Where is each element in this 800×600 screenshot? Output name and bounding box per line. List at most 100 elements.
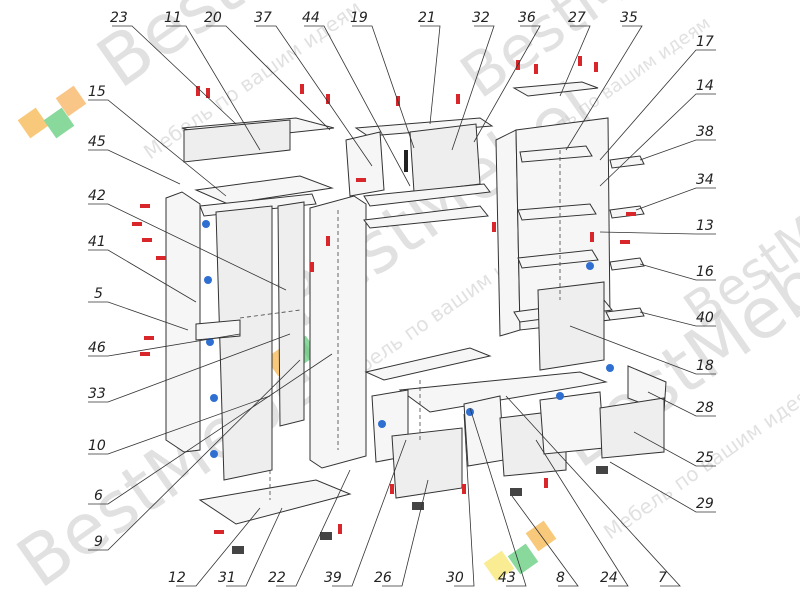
- callout-label: 8: [556, 570, 565, 586]
- hinge: [556, 392, 564, 400]
- callout-label: 33: [88, 386, 106, 402]
- part-11-panel: [183, 119, 291, 163]
- callout-label: 22: [268, 570, 286, 586]
- fastener: [144, 336, 154, 340]
- callout-label: 28: [696, 400, 714, 416]
- callout-label: 17: [696, 34, 714, 50]
- hinge: [606, 364, 614, 372]
- hinge: [210, 450, 218, 458]
- part-46-shelf: [195, 319, 241, 341]
- fastener: [206, 88, 210, 98]
- callout-label: 44: [302, 10, 320, 26]
- callout-label: 5: [94, 286, 103, 302]
- hinge: [202, 220, 210, 228]
- tv-stand: [364, 347, 667, 499]
- callout-label: 18: [696, 358, 714, 374]
- fastener: [594, 62, 598, 72]
- fastener: [140, 352, 150, 356]
- callouts-bottom: 12 31 22 39 26 30 43 8 24 7: [168, 570, 667, 586]
- part-shelf-tv: [364, 347, 492, 381]
- fastener: [620, 240, 630, 244]
- callout-label: 20: [204, 10, 222, 26]
- fastener: [326, 236, 330, 246]
- callout-label: 46: [88, 340, 106, 356]
- callout-label: 25: [696, 450, 714, 466]
- callout-label: 12: [168, 570, 186, 586]
- foot: [596, 466, 608, 474]
- callout-label: 6: [94, 488, 103, 504]
- callout-label: 13: [696, 218, 714, 234]
- callout-label: 40: [696, 310, 714, 326]
- fastener: [196, 86, 200, 96]
- fastener: [590, 232, 594, 242]
- callouts-left: 15 45 42 41 5 46 33 10 6 9: [88, 84, 106, 550]
- callout-label: 14: [696, 78, 714, 94]
- callout-label: 23: [110, 10, 128, 26]
- foot: [320, 532, 332, 540]
- callout-label: 37: [254, 10, 272, 26]
- fastener: [626, 212, 636, 216]
- callout-label: 45: [88, 134, 106, 150]
- foot: [232, 546, 244, 554]
- part-door-left: [215, 205, 273, 481]
- part-30-divider: [463, 395, 505, 467]
- callout-label: 27: [568, 10, 586, 26]
- callout-label: 24: [600, 570, 618, 586]
- center-shelf-unit: [345, 117, 494, 229]
- fasteners-red: [132, 56, 636, 534]
- foot: [510, 488, 522, 496]
- fastener: [534, 64, 538, 74]
- hinge: [378, 420, 386, 428]
- part-25-door: [599, 397, 665, 459]
- fastener: [356, 178, 366, 182]
- part-7-divider: [539, 391, 605, 455]
- hinge: [210, 394, 218, 402]
- callout-label: 31: [218, 570, 236, 586]
- part-37-shelf: [363, 205, 489, 229]
- watermark-logo-3: [483, 520, 557, 582]
- right-tall-unit: [495, 81, 645, 371]
- foot: [412, 502, 424, 510]
- part-31-bottom: [198, 479, 352, 525]
- callout-label: 26: [374, 570, 392, 586]
- callout-label: 9: [94, 534, 103, 550]
- callout-label: 11: [164, 10, 182, 26]
- part-44-shelf: [363, 183, 491, 207]
- callout-label: 32: [472, 10, 490, 26]
- fastener: [300, 84, 304, 94]
- callout-label: 21: [418, 10, 436, 26]
- part-27-top: [512, 81, 599, 97]
- hinge: [206, 338, 214, 346]
- callouts-top: 23 11 20 37 44 19 21 32 36 27 35: [110, 10, 638, 26]
- hinge: [204, 276, 212, 284]
- part-20-side: [345, 131, 385, 197]
- fastener: [338, 524, 342, 534]
- part-32-back: [409, 123, 481, 193]
- part-38-shelf: [609, 155, 645, 169]
- fastener: [390, 484, 394, 494]
- fastener: [140, 204, 150, 208]
- part-26-drawer: [391, 427, 463, 499]
- fastener: [462, 484, 466, 494]
- callout-label: 30: [446, 570, 464, 586]
- handle: [404, 150, 408, 172]
- left-wardrobe: [165, 117, 367, 525]
- callout-label: 35: [620, 10, 638, 26]
- fastener: [492, 222, 496, 232]
- callout-label: 39: [324, 570, 342, 586]
- watermark-logo-1: [17, 85, 87, 139]
- fastener: [578, 56, 582, 66]
- part-41-side: [165, 191, 201, 453]
- callout-label: 29: [696, 496, 714, 512]
- leader-lines: [88, 25, 716, 587]
- callout-label: 7: [658, 570, 667, 586]
- fastener: [544, 478, 548, 488]
- callout-label: 38: [696, 124, 714, 140]
- callout-label: 34: [696, 172, 714, 188]
- fastener: [142, 238, 152, 242]
- callouts-right: 17 14 38 34 13 16 40 18 28 25 29: [696, 34, 714, 512]
- fastener: [214, 530, 224, 534]
- feet: [232, 466, 608, 554]
